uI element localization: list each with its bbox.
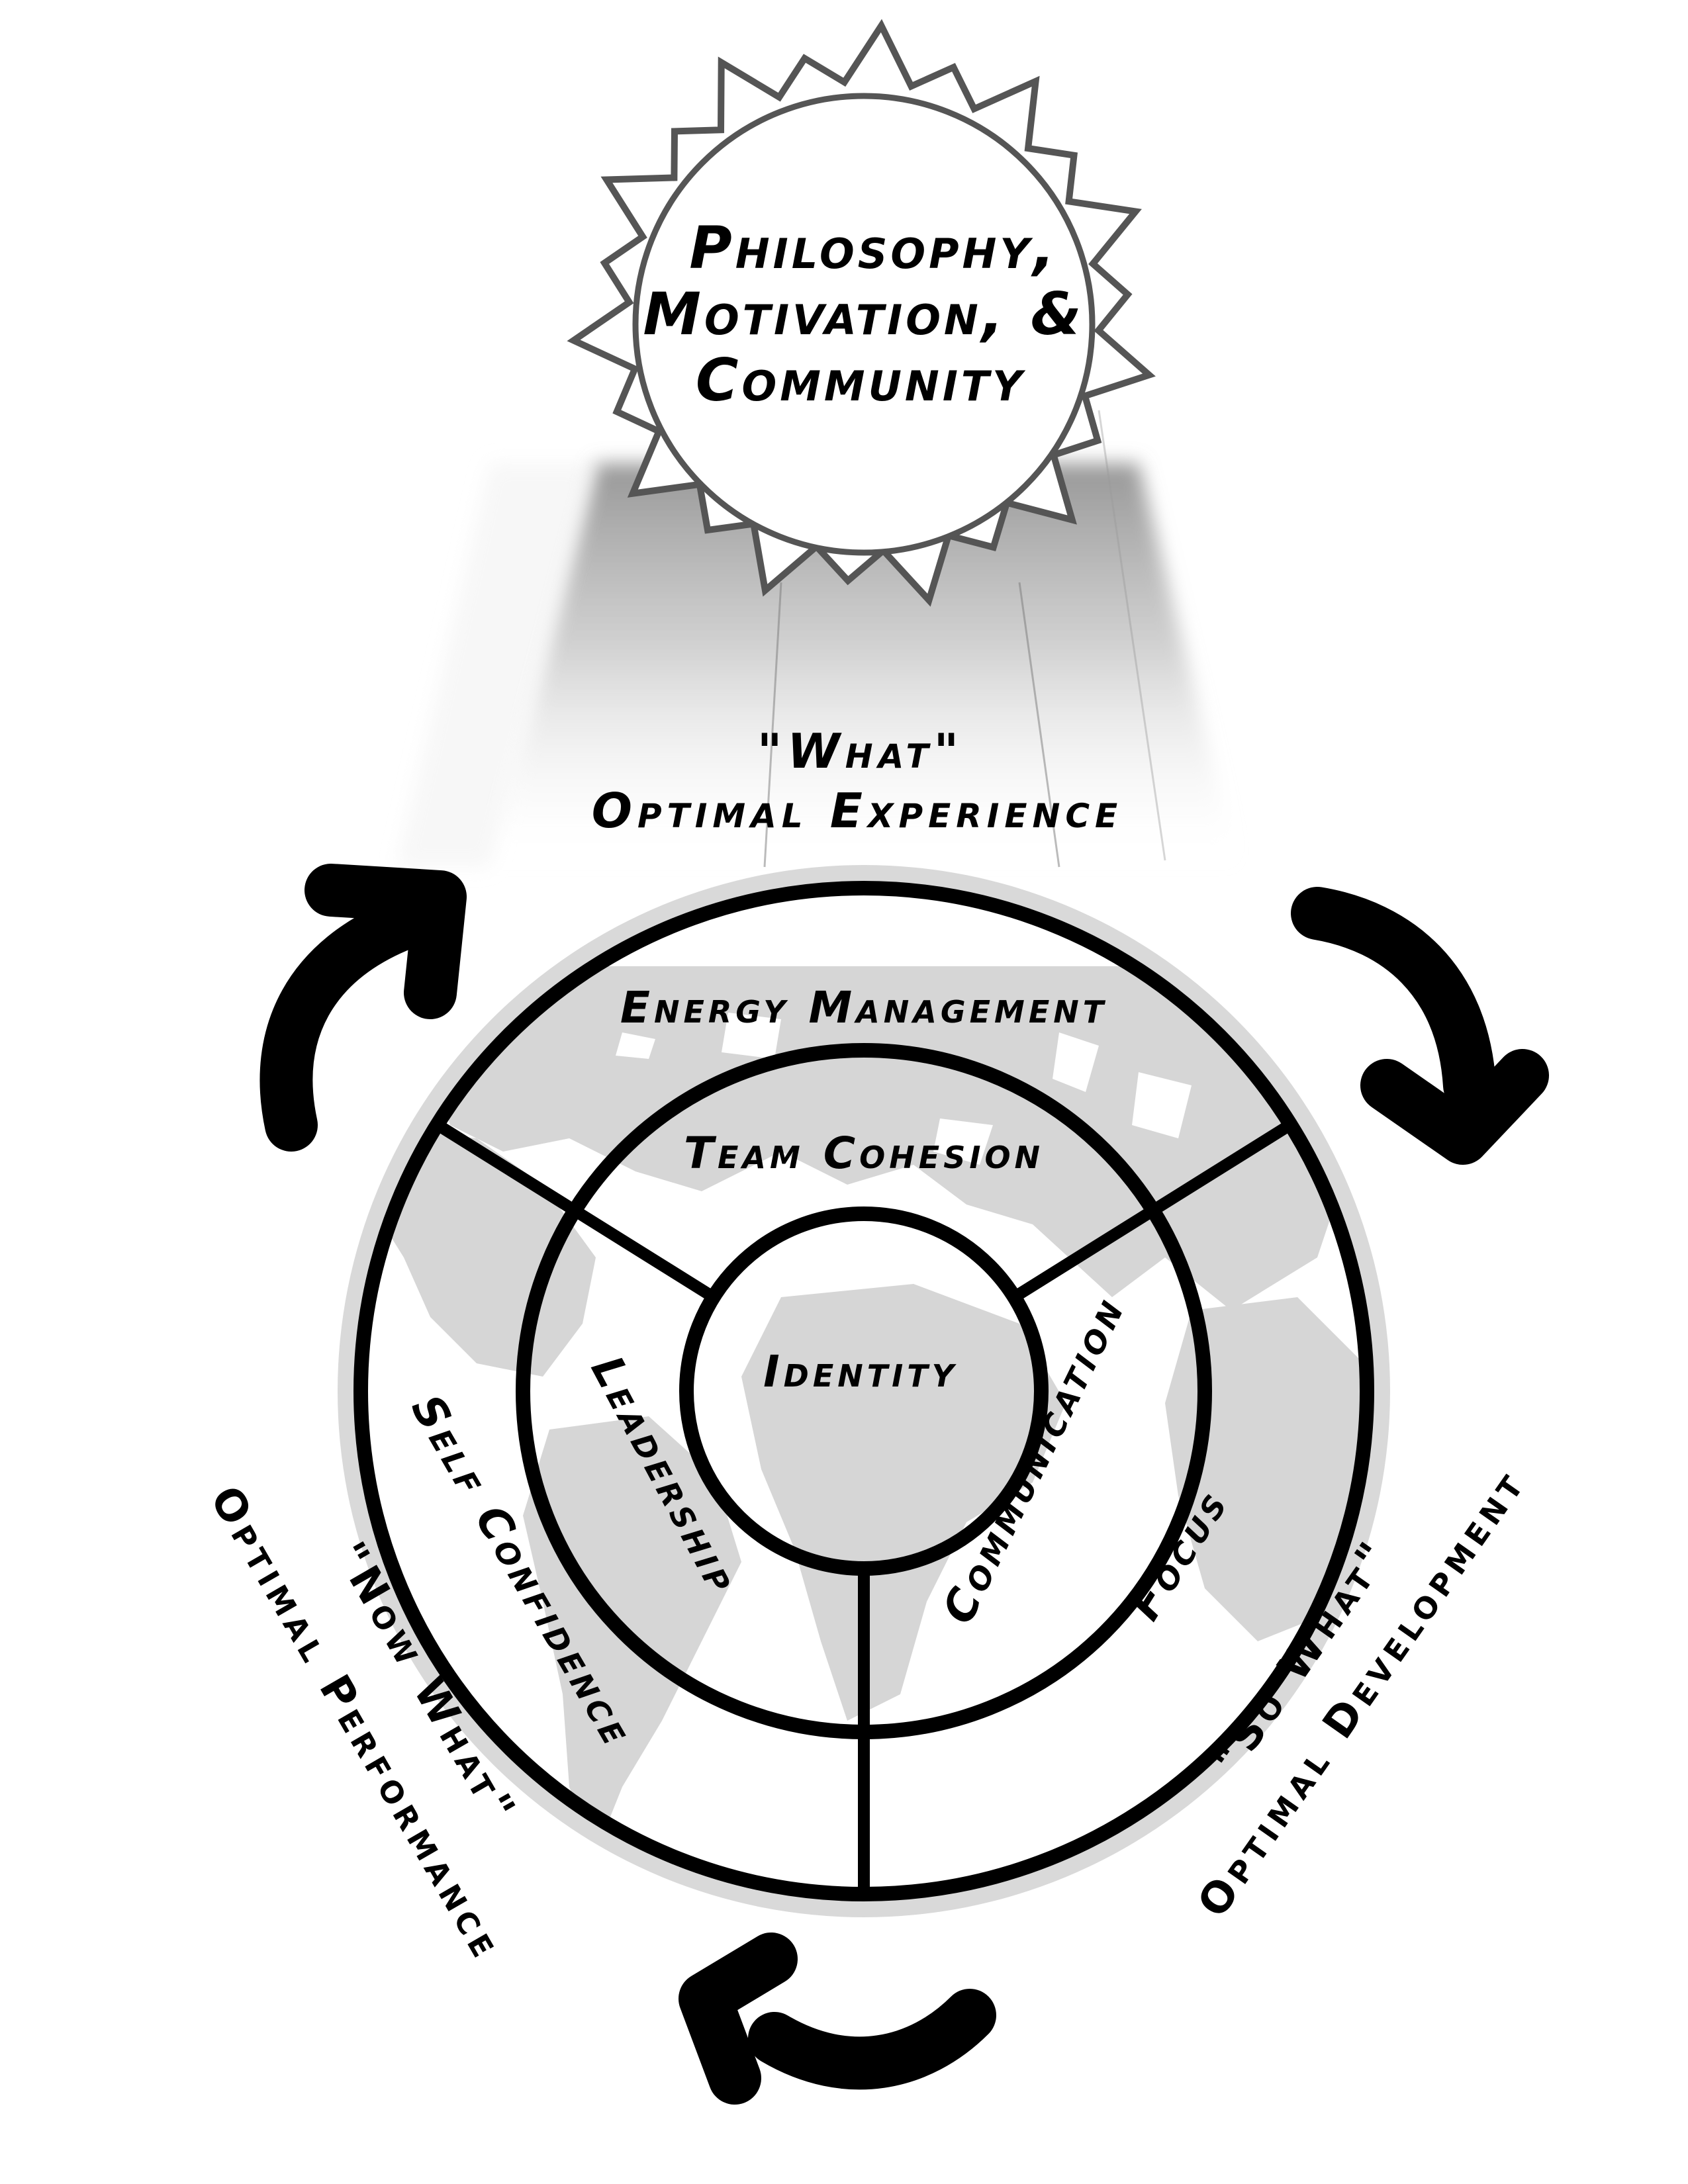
identity-label: Identity: [763, 1346, 958, 1397]
team-cohesion-label: Team Cohesion: [684, 1128, 1044, 1179]
optimal-experience-label: Optimal Experience: [592, 783, 1123, 839]
ring-structure: [353, 881, 1374, 1901]
arrow-clockwise-top-left: [259, 864, 467, 1152]
sun-title-line-1: Philosophy,: [689, 214, 1058, 282]
spoke-left: [434, 1119, 717, 1302]
light-rays: [397, 410, 1238, 868]
top-label: "What" Optimal Experience: [592, 723, 1123, 839]
sun-title-line-3: Community: [696, 346, 1026, 414]
world-map-icon: [371, 966, 1367, 1853]
energy-management-label: Energy Management: [620, 982, 1107, 1033]
arrow-clockwise-top-right: [1291, 887, 1549, 1165]
sun-icon: Philosophy, Motivation, & Community: [567, 19, 1156, 607]
arrow-clockwise-bottom: [679, 1933, 996, 2105]
what-quote: "What": [757, 723, 964, 779]
spoke-right: [1011, 1119, 1294, 1302]
sun-title-line-2: Motivation, &: [643, 280, 1084, 348]
